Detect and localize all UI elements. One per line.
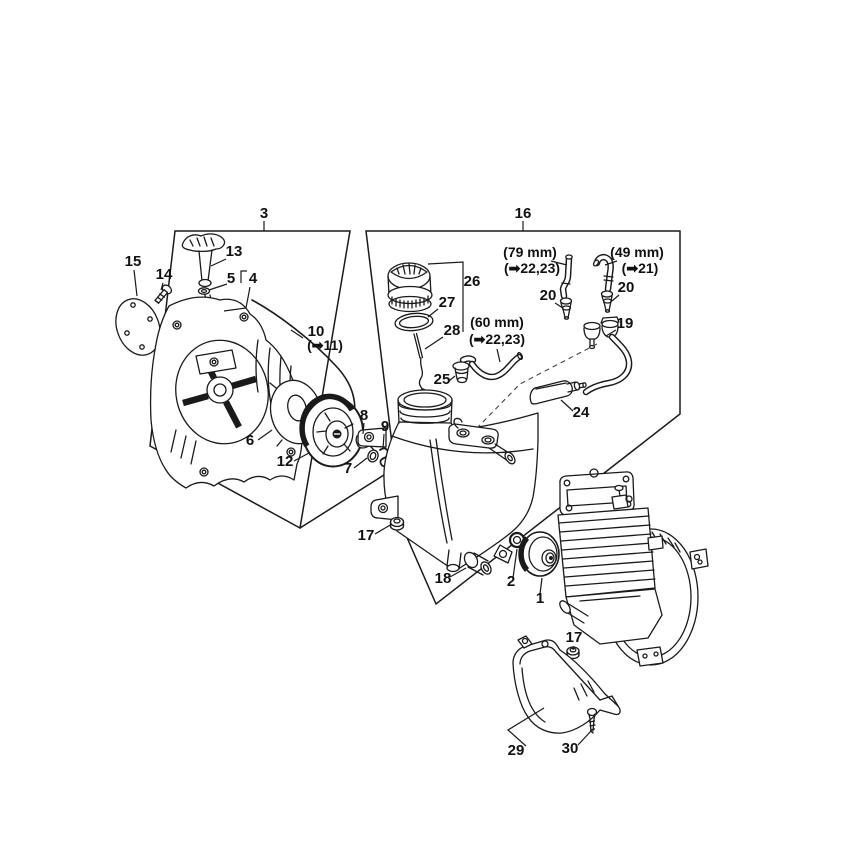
fuel-filter-24 xyxy=(529,380,587,405)
clutch-drum-1 xyxy=(518,531,560,577)
fuel-cap-26 xyxy=(387,262,433,313)
tank-grommets-19 xyxy=(583,316,620,350)
callout-15: 15 xyxy=(125,253,142,270)
callout-5: 5 xyxy=(227,270,235,287)
spark-plug xyxy=(611,494,629,510)
callout-14: 14 xyxy=(156,266,173,283)
dim-hose-49mm: (49 mm) xyxy=(610,244,664,260)
callout-29: 29 xyxy=(508,742,525,759)
tank-spigot-lower xyxy=(446,549,462,570)
crankcase xyxy=(565,588,663,645)
rope-rotor-12 xyxy=(299,393,364,468)
callout-20-right: 20 xyxy=(618,279,635,296)
spring-clip-9 xyxy=(379,447,390,468)
screw-14 xyxy=(154,284,173,304)
callout-24: 24 xyxy=(573,404,590,421)
leader-lines xyxy=(133,258,620,747)
callout-9: 9 xyxy=(381,418,389,435)
fuel-tank-body-16 xyxy=(357,389,539,573)
vent-hose-60mm xyxy=(468,351,524,381)
nipple-20-right xyxy=(600,290,614,313)
callout-25: 25 xyxy=(434,371,451,388)
install-dashed-line xyxy=(477,343,598,428)
dim-hose-49mm-ref: (➡21) xyxy=(622,260,659,276)
nipple-20-left xyxy=(559,297,573,320)
callout-3: 3 xyxy=(260,205,268,222)
callout-26: 26 xyxy=(464,273,481,290)
callout-13: 13 xyxy=(226,243,243,260)
callout-2: 2 xyxy=(507,573,515,590)
tank-vent-25 xyxy=(452,355,477,384)
starter-grip-13 xyxy=(181,233,226,288)
cap-retainer-28 xyxy=(413,332,426,394)
callout-20-left: 20 xyxy=(540,287,557,304)
collar-nut-17-tank xyxy=(389,516,405,531)
callout-7: 7 xyxy=(344,460,352,477)
callout-1: 1 xyxy=(536,590,544,607)
callout-17-tank: 17 xyxy=(358,527,375,544)
callout-19: 19 xyxy=(617,315,634,332)
callout-30: 30 xyxy=(562,740,579,757)
o-ring-7 xyxy=(367,449,379,463)
engine-cylinder xyxy=(557,468,709,667)
callout-28: 28 xyxy=(444,322,461,339)
fuel-pickup-hose-19 xyxy=(582,333,633,396)
callout-10-ref: (➡11) xyxy=(307,337,343,353)
screw-30 xyxy=(586,707,598,734)
callout-18: 18 xyxy=(435,570,452,587)
tank-ear-upper xyxy=(357,427,387,448)
tank-ear-right xyxy=(493,544,513,564)
callout-6: 6 xyxy=(246,432,254,449)
fuel-hose-49mm xyxy=(592,253,614,293)
dim-hose-79mm: (79 mm) xyxy=(503,244,557,260)
starter-cover-gasket-15 xyxy=(115,298,161,356)
callout-4: 4 xyxy=(249,270,258,287)
tank-plug-18 xyxy=(463,551,492,576)
callout-27: 27 xyxy=(439,294,456,311)
callout-labels: 3 16 13 15 14 5 4 10 (➡11) 6 12 8 9 7 17… xyxy=(125,205,664,759)
callout-10: 10 xyxy=(308,323,325,340)
washer-5 xyxy=(197,287,211,295)
starter-housing-3 xyxy=(149,296,303,489)
dim-hose-60mm-ref: (➡22,23) xyxy=(469,331,525,347)
callout-17-engine: 17 xyxy=(566,629,583,646)
callout-16: 16 xyxy=(515,205,532,222)
cap-o-ring-27 xyxy=(394,312,434,332)
dim-hose-79mm-ref: (➡22,23) xyxy=(504,260,560,276)
fuel-hose-79mm xyxy=(559,254,573,300)
dim-hose-60mm: (60 mm) xyxy=(470,314,524,330)
callout-8: 8 xyxy=(360,407,368,424)
callout-12: 12 xyxy=(277,453,294,470)
